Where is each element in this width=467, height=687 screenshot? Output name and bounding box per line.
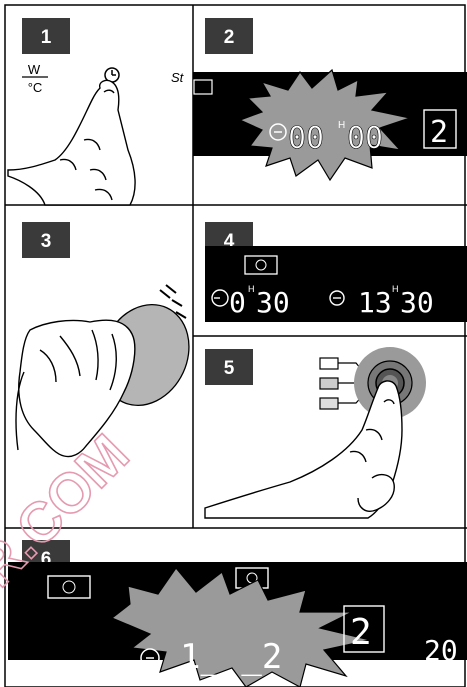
end-minutes: 30	[400, 286, 434, 319]
partial-display-value: 20	[424, 634, 458, 667]
panel-3: 3	[16, 222, 205, 457]
hand-illustration	[8, 80, 135, 205]
finger-pressing-illustration	[205, 381, 402, 518]
panel-6: 6 1_ _2 2 20	[8, 540, 467, 687]
program-display: 1_ _2	[180, 637, 282, 677]
duration-hours: 0	[229, 286, 246, 319]
timer-hours: 00	[288, 121, 324, 156]
duration-minutes: 30	[256, 286, 290, 319]
step-number: 1	[41, 27, 52, 48]
level-value: 2	[350, 612, 372, 653]
step-number: 3	[41, 231, 52, 252]
hand-turning-illustration	[16, 320, 135, 456]
hour-marker: H	[392, 284, 399, 294]
panel-4: 4 0 H 30 13 H 30	[205, 222, 467, 322]
timer-minutes: 00	[347, 121, 383, 156]
hour-marker: H	[338, 120, 345, 131]
unit-celsius: °C	[28, 80, 43, 95]
panel-1: 1 W °C St	[8, 18, 185, 205]
cut-off-label: St	[171, 70, 185, 85]
step-number: 2	[224, 27, 235, 48]
level-value: 2	[430, 115, 448, 150]
unit-watts: W	[28, 62, 41, 77]
hour-marker: H	[248, 284, 255, 294]
step-number: 5	[224, 358, 235, 379]
end-hours: 13	[358, 286, 392, 319]
panel-2: 2 00 H 00 2	[193, 18, 467, 180]
panel-5: 5	[205, 347, 426, 518]
